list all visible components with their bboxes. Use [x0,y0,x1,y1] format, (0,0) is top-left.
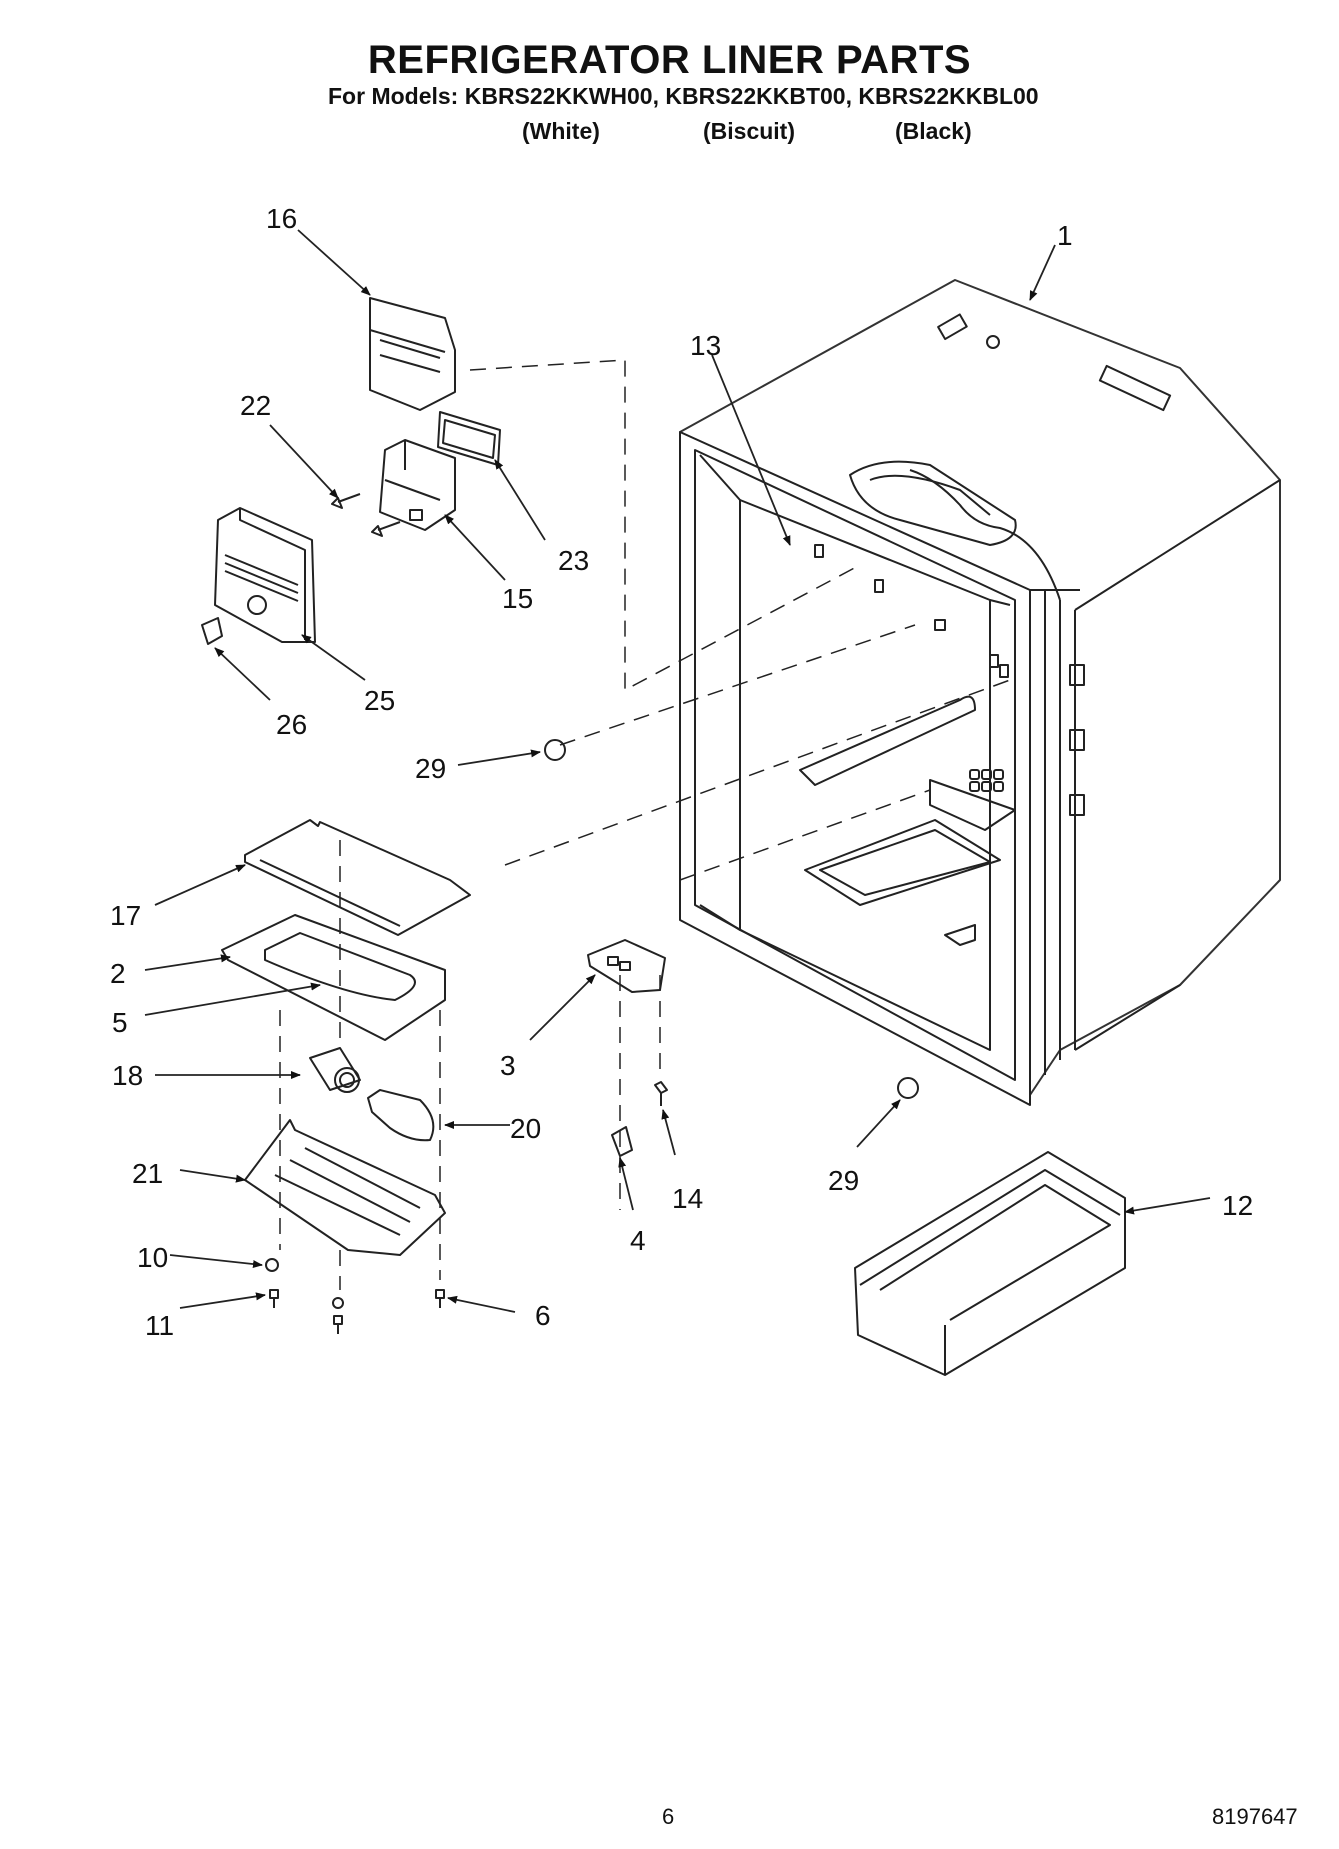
callout-3: 3 [500,1050,516,1081]
callout-20: 20 [510,1113,541,1144]
part-18 [309,1047,361,1093]
part-11 [269,1289,279,1308]
part-20 [367,1089,435,1142]
part-21 [244,1119,446,1256]
callout-2: 2 [110,958,126,989]
callout-29-lower: 29 [828,1165,859,1196]
page-title: REFRIGERATOR LINER PARTS [367,38,972,82]
callout-22: 22 [240,390,271,421]
part-4 [611,1126,633,1157]
callout-15: 15 [502,583,533,614]
liner [679,279,1281,1106]
callout-26: 26 [276,709,307,740]
part-16 [369,297,456,411]
variant-white: (White) [522,118,600,144]
callout-16: 16 [266,203,297,234]
part-25 [214,507,316,643]
document-number: 8197647 [1212,1804,1298,1829]
callout-1: 1 [1057,220,1073,251]
part-10 [265,1258,279,1272]
screws-22 [331,493,401,537]
part-14 [654,1081,668,1106]
callout-4: 4 [630,1225,646,1256]
part-11b [332,1297,344,1334]
part-3 [587,939,666,993]
callout-23: 23 [558,545,589,576]
part-23 [437,411,501,466]
callout-6: 6 [535,1300,551,1331]
page-number: 6 [662,1804,675,1829]
callout-11: 11 [145,1310,174,1341]
variant-biscuit: (Biscuit) [703,118,795,144]
callout-25: 25 [364,685,395,716]
callout-10: 10 [137,1242,168,1273]
callout-5: 5 [112,1007,128,1038]
models-line: For Models: KBRS22KKWH00, KBRS22KKBT00, … [328,83,1039,109]
part-12 [854,1151,1126,1376]
callout-21: 21 [132,1158,163,1189]
callout-17: 17 [110,900,141,931]
callout-arrows [144,229,1211,1313]
part-26 [201,617,223,645]
callout-14: 14 [672,1183,703,1214]
part-6 [435,1289,445,1308]
part-29-upper [544,739,566,761]
callout-13: 13 [690,330,721,361]
callout-12: 12 [1222,1190,1253,1221]
callout-29-upper: 29 [415,753,446,784]
part-17 [244,819,471,936]
part-29-lower [897,1077,919,1099]
variant-black: (Black) [895,118,972,144]
callout-18: 18 [112,1060,143,1091]
part-15 [379,439,456,531]
part-2 [221,914,446,1041]
